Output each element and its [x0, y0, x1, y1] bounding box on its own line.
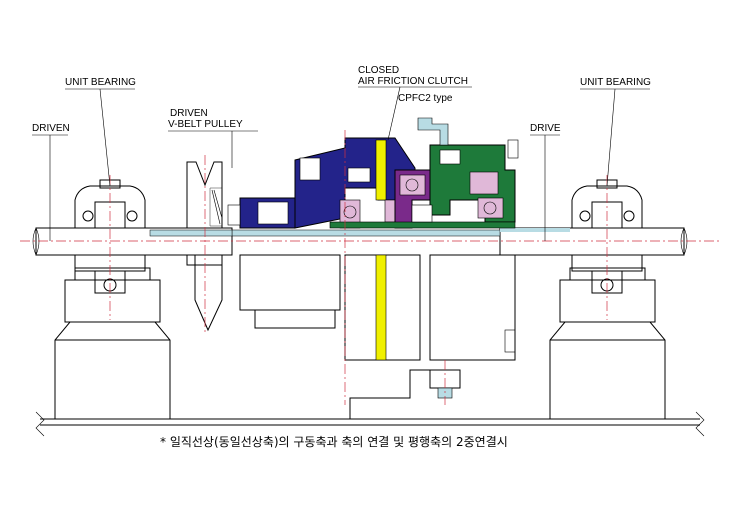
- label-drive-right: DRIVE: [530, 123, 561, 134]
- drive-housing: [429, 139, 519, 361]
- label-unit-bearing-left: UNIT BEARING: [65, 77, 136, 88]
- centerlines: [20, 130, 720, 405]
- caption: * 일직선상(동일선상축)의 구동축과 축의 연결 및 평행축의 2중연결시: [160, 434, 508, 449]
- clutch-ring: [394, 169, 431, 229]
- label-clutch-line1: CLOSED: [358, 65, 399, 76]
- label-driven-pulley-line2: V-BELT PULLEY: [168, 119, 243, 130]
- label-clutch-line3: CPFC2 type: [398, 93, 453, 104]
- driven-hub: [227, 197, 341, 329]
- air-fitting: [417, 117, 449, 146]
- left-pedestal: [54, 267, 171, 419]
- label-clutch-line2: AIR FRICTION CLUTCH: [358, 76, 468, 87]
- output-stub: [349, 369, 461, 419]
- label-unit-bearing-right: UNIT BEARING: [580, 77, 651, 88]
- right-pedestal: [549, 267, 666, 419]
- v-belt-pulley: [186, 161, 223, 332]
- shaft: [32, 227, 688, 256]
- leader-lines: [32, 86, 650, 241]
- base-floor: [35, 411, 705, 437]
- label-driven-left: DRIVEN: [32, 123, 70, 134]
- label-driven-pulley-line1: DRIVEN: [170, 108, 208, 119]
